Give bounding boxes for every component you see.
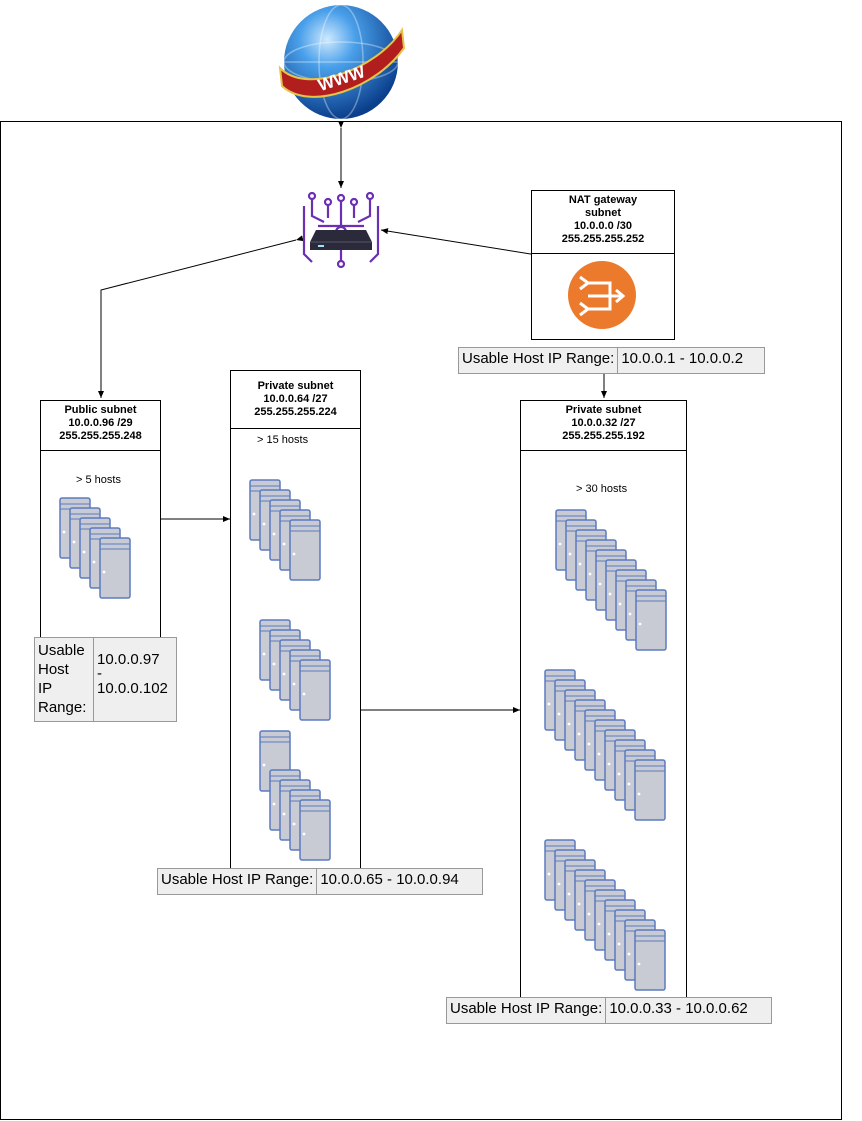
public-mask: 255.255.255.248 [59,430,142,442]
arrow-router-public-subnet [98,235,304,398]
nat-range-label: Usable Host IP Range: [459,348,619,373]
private32-usable-range: Usable Host IP Range: 10.0.0.33 - 10.0.0… [446,997,772,1024]
private64-cidr: 10.0.0.64 /27 [263,393,328,405]
nat-gateway-subnet: NAT gateway subnet 10.0.0.0 /30 255.255.… [531,190,675,340]
public-subnet-header: Public subnet 10.0.0.96 /29 255.255.255.… [41,401,160,451]
nat-range-value: 10.0.0.1 - 10.0.0.2 [621,350,744,367]
private32-range-label: Usable Host IP Range: [447,998,607,1023]
private64-hosts: > 15 hosts [257,434,309,446]
public-range-value-line: - [97,665,102,682]
public-cidr: 10.0.0.96 /29 [68,417,133,429]
public-range-value-line: 10.0.0.102 [97,680,168,697]
nat-title-2: subnet [584,207,622,219]
public-range-label-line: Host [38,661,69,678]
public-range-label: Usable Host IP Range: [35,638,94,721]
nat-title: NAT gateway [568,194,638,206]
private32-cidr: 10.0.0.32 /27 [571,417,636,429]
private-subnet-32: Private subnet 10.0.0.32 /27 255.255.255… [520,400,687,1005]
private64-header: Private subnet 10.0.0.64 /27 255.255.255… [231,371,360,429]
private64-mask: 255.255.255.224 [254,406,337,418]
private32-hosts: > 30 hosts [576,483,628,495]
public-range-label-line: Range: [38,699,87,716]
private32-range-value: 10.0.0.33 - 10.0.0.62 [609,1000,748,1017]
nat-cidr: 10.0.0.0 /30 [573,220,633,232]
private-subnet-64: Private subnet 10.0.0.64 /27 255.255.255… [230,370,361,875]
nat-gateway-icon [568,261,636,329]
public-subnet: Public subnet 10.0.0.96 /29 255.255.255.… [40,400,161,650]
public-hosts: > 5 hosts [76,474,121,486]
public-usable-range: Usable Host IP Range: 10.0.0.97 - 10.0.0… [34,637,177,722]
nat-usable-range: Usable Host IP Range: 10.0.0.1 - 10.0.0.… [458,347,765,374]
public-range-value: 10.0.0.97 - 10.0.0.102 [94,638,171,721]
nat-mask: 255.255.255.252 [561,233,645,245]
public-range-value-line: 10.0.0.97 [97,651,160,668]
globe-icon: WWW [278,4,406,120]
private32-mask: 255.255.255.192 [562,430,645,442]
public-range-label-line: Usable [38,642,85,659]
private64-usable-range: Usable Host IP Range: 10.0.0.65 - 10.0.0… [157,868,483,895]
private64-title: Private subnet [257,380,334,392]
private64-range-value: 10.0.0.65 - 10.0.0.94 [320,871,459,888]
private64-range-label: Usable Host IP Range: [158,869,318,894]
public-range-label-line: IP [38,680,53,697]
private32-title: Private subnet [565,404,642,416]
private32-header: Private subnet 10.0.0.32 /27 255.255.255… [521,401,686,451]
vpc-boundary [0,121,842,1120]
router-icon [302,192,380,269]
nat-gateway-header: NAT gateway subnet 10.0.0.0 /30 255.255.… [532,191,674,254]
public-title: Public subnet [64,404,137,416]
